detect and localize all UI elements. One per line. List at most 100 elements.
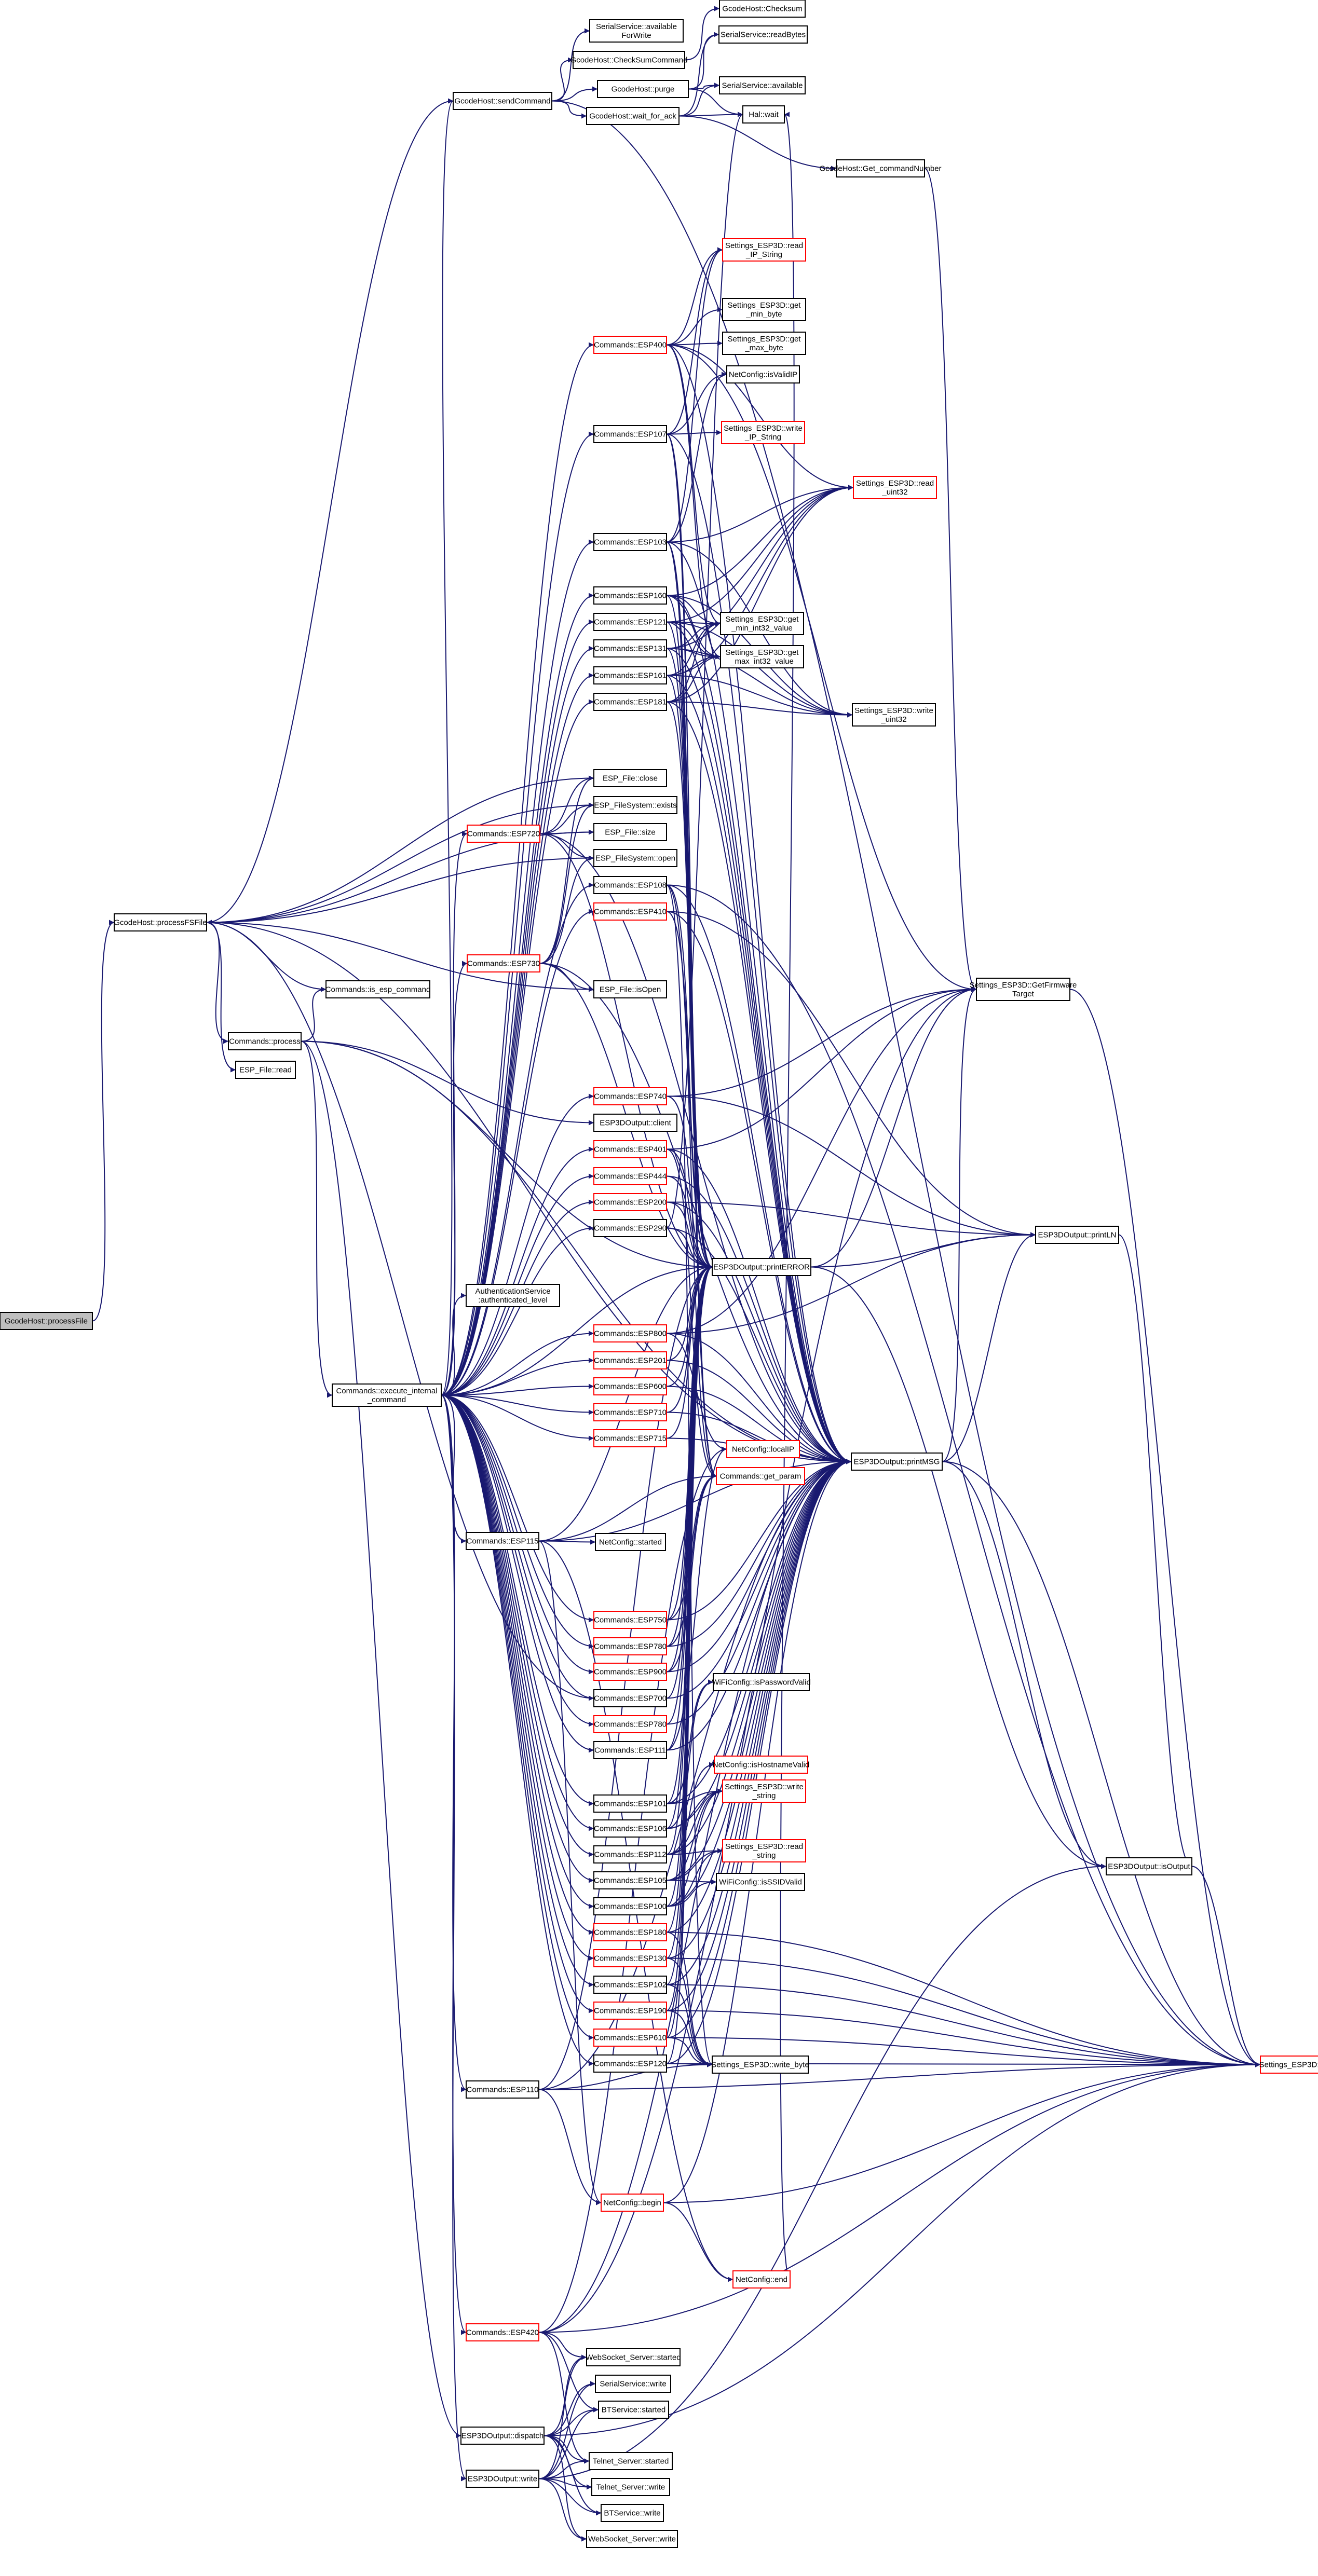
node-wsWrite[interactable]: WebSocket_Server::write — [586, 2530, 678, 2548]
node-esp900[interactable]: Commands::ESP900 — [593, 1663, 667, 1681]
node-fsExists[interactable]: ESP_FileSystem::exists — [593, 796, 677, 814]
node-esp103[interactable]: Commands::ESP103 — [593, 533, 667, 551]
node-esp444[interactable]: Commands::ESP444 — [593, 1167, 667, 1185]
node-esp181[interactable]: Commands::ESP181 — [593, 693, 667, 711]
node-getMaxInt32[interactable]: Settings_ESP3D::get_max_int32_value — [720, 645, 804, 668]
node-esp710[interactable]: Commands::ESP710 — [593, 1403, 667, 1421]
node-serialAvailable[interactable]: SerialService::available — [719, 76, 806, 94]
node-getMinInt32[interactable]: Settings_ESP3D::get_min_int32_value — [720, 612, 804, 635]
node-esp600[interactable]: Commands::ESP600 — [593, 1377, 667, 1395]
node-esp401[interactable]: Commands::ESP401 — [593, 1140, 667, 1158]
node-outputClient[interactable]: ESP3DOutput::client — [593, 1114, 677, 1132]
node-esp105[interactable]: Commands::ESP105 — [593, 1871, 667, 1889]
node-readString[interactable]: Settings_ESP3D::read_string — [722, 1839, 806, 1862]
node-printMSG[interactable]: ESP3DOutput::printMSG — [851, 1453, 943, 1471]
node-esp121[interactable]: Commands::ESP121 — [593, 613, 667, 631]
node-isPasswordValid[interactable]: WiFiConfig::isPasswordValid — [712, 1673, 811, 1691]
node-netEnd[interactable]: NetConfig::end — [732, 2270, 791, 2289]
node-esp730[interactable]: Commands::ESP730 — [467, 954, 540, 972]
node-fsOpen[interactable]: ESP_FileSystem::open — [593, 849, 677, 867]
node-readUint32[interactable]: Settings_ESP3D::read_uint32 — [853, 476, 937, 499]
node-readByte[interactable]: Settings_ESP3D::read_byte — [1259, 2056, 1318, 2074]
node-getParam[interactable]: Commands::get_param — [716, 1467, 805, 1485]
node-esp290[interactable]: Commands::ESP290 — [593, 1219, 667, 1237]
node-esp180[interactable]: Commands::ESP180 — [593, 1923, 667, 1941]
node-esp400[interactable]: Commands::ESP400 — [593, 336, 667, 354]
node-netBegin[interactable]: NetConfig::begin — [601, 2194, 664, 2212]
node-esp130[interactable]: Commands::ESP130 — [593, 1949, 667, 1967]
node-telnetWrite[interactable]: Telnet_Server::write — [591, 2478, 670, 2496]
node-halWait[interactable]: Hal::wait — [742, 105, 785, 124]
node-esp420[interactable]: Commands::ESP420 — [466, 2323, 539, 2341]
node-btWrite[interactable]: BTService::write — [601, 2504, 664, 2522]
node-esp700[interactable]: Commands::ESP700 — [593, 1689, 667, 1707]
node-writeIPString[interactable]: Settings_ESP3D::write_IP_String — [721, 421, 805, 444]
node-esp780b[interactable]: Commands::ESP780 — [593, 1715, 667, 1733]
node-esp110[interactable]: Commands::ESP110 — [466, 2080, 539, 2099]
node-checksum[interactable]: GcodeHost::Checksum — [719, 0, 806, 18]
node-getCommandNumber[interactable]: GcodeHost::Get_commandNumber — [819, 159, 942, 177]
node-checkSumCommand[interactable]: GcodeHost::CheckSumCommand — [570, 51, 688, 69]
node-esp200[interactable]: Commands::ESP200 — [593, 1193, 667, 1211]
node-esp111[interactable]: Commands::ESP111 — [593, 1741, 667, 1759]
node-dispatch[interactable]: ESP3DOutput::dispatch — [460, 2427, 545, 2445]
node-authLevel[interactable]: AuthenticationService:authenticated_leve… — [466, 1284, 560, 1307]
node-netStarted[interactable]: NetConfig::started — [595, 1533, 666, 1551]
node-esp201[interactable]: Commands::ESP201 — [593, 1351, 667, 1369]
node-printLN[interactable]: ESP3DOutput::printLN — [1035, 1226, 1119, 1244]
node-esp410[interactable]: Commands::ESP410 — [593, 902, 667, 921]
node-esp100[interactable]: Commands::ESP100 — [593, 1897, 667, 1915]
node-readBytes[interactable]: SerialService::readBytes — [718, 25, 808, 44]
node-esp740[interactable]: Commands::ESP740 — [593, 1087, 667, 1105]
node-esp610[interactable]: Commands::ESP610 — [593, 2029, 667, 2047]
node-fileSize[interactable]: ESP_File::size — [593, 823, 667, 841]
node-esp190[interactable]: Commands::ESP190 — [593, 2002, 667, 2020]
node-serialWrite[interactable]: SerialService::write — [595, 2375, 671, 2393]
node-processFSFile[interactable]: GcodeHost::processFSFile — [114, 913, 207, 931]
node-purge[interactable]: GcodeHost::purge — [597, 80, 689, 98]
node-outputWrite[interactable]: ESP3DOutput::write — [466, 2470, 539, 2488]
node-isEspCommand[interactable]: Commands::is_esp_command — [325, 980, 431, 998]
node-esp112[interactable]: Commands::ESP112 — [593, 1845, 667, 1864]
node-esp720[interactable]: Commands::ESP720 — [467, 825, 540, 843]
node-fileRead[interactable]: ESP_File::read — [235, 1061, 296, 1079]
node-esp101[interactable]: Commands::ESP101 — [593, 1794, 667, 1813]
node-esp161[interactable]: Commands::ESP161 — [593, 666, 667, 684]
node-isSSIDValid[interactable]: WiFiConfig::isSSIDValid — [716, 1873, 805, 1891]
node-esp715[interactable]: Commands::ESP715 — [593, 1429, 667, 1447]
node-esp780[interactable]: Commands::ESP780 — [593, 1637, 667, 1655]
node-writeByte[interactable]: Settings_ESP3D::write_byte — [711, 2056, 809, 2074]
node-localIP[interactable]: NetConfig::localIP — [726, 1440, 800, 1458]
node-root[interactable]: GcodeHost::processFile — [0, 1312, 93, 1330]
node-fileClose[interactable]: ESP_File::close — [593, 769, 667, 787]
node-esp750[interactable]: Commands::ESP750 — [593, 1611, 667, 1629]
node-esp131[interactable]: Commands::ESP131 — [593, 639, 667, 657]
node-esp160[interactable]: Commands::ESP160 — [593, 586, 667, 605]
node-esp115[interactable]: Commands::ESP115 — [466, 1532, 539, 1550]
node-esp107[interactable]: Commands::ESP107 — [593, 425, 667, 443]
node-waitForAck[interactable]: GcodeHost::wait_for_ack — [586, 107, 680, 125]
node-getMaxByte[interactable]: Settings_ESP3D::get_max_byte — [722, 332, 806, 355]
node-wsStarted[interactable]: WebSocket_Server::started — [586, 2348, 681, 2366]
node-readIPString[interactable]: Settings_ESP3D::read_IP_String — [722, 238, 806, 262]
node-esp120[interactable]: Commands::ESP120 — [593, 2054, 667, 2073]
node-executeInternal[interactable]: Commands::execute_internal_command — [332, 1383, 442, 1407]
node-isValidIP[interactable]: NetConfig::isValidIP — [726, 365, 800, 383]
node-fileIsOpen[interactable]: ESP_File::isOpen — [593, 980, 667, 998]
node-esp106[interactable]: Commands::ESP106 — [593, 1819, 667, 1838]
node-process[interactable]: Commands::process — [228, 1032, 302, 1050]
node-getMinByte[interactable]: Settings_ESP3D::get_min_byte — [722, 298, 806, 321]
node-isOutput[interactable]: ESP3DOutput::isOutput — [1106, 1857, 1192, 1875]
node-btStarted[interactable]: BTService::started — [598, 2401, 669, 2419]
node-printERROR[interactable]: ESP3DOutput::printERROR — [712, 1258, 811, 1276]
node-isHostnameValid[interactable]: NetConfig::isHostnameValid — [713, 1756, 809, 1774]
node-writeString[interactable]: Settings_ESP3D::write_string — [722, 1779, 806, 1803]
node-sendCommand[interactable]: GcodeHost::sendCommand — [453, 92, 552, 110]
node-esp108[interactable]: Commands::ESP108 — [593, 876, 667, 894]
node-telnetStarted[interactable]: Telnet_Server::started — [589, 2452, 673, 2470]
node-esp102[interactable]: Commands::ESP102 — [593, 1976, 667, 1994]
node-writeUint32[interactable]: Settings_ESP3D::write_uint32 — [852, 703, 936, 727]
node-esp800[interactable]: Commands::ESP800 — [593, 1324, 667, 1342]
